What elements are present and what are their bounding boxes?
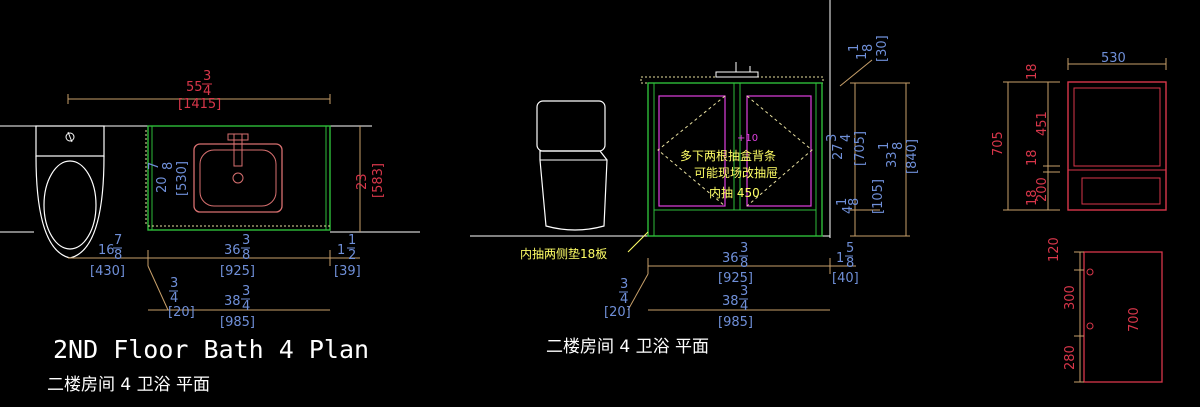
plan-overall-mm: [1415]: [178, 97, 221, 112]
elev-top-num: 1: [847, 44, 862, 52]
toilet-elevation-icon: [536, 100, 608, 231]
elev-mid-num: 3: [825, 134, 840, 142]
plan-left-gap-mm: [430]: [90, 264, 125, 279]
plan-right-gap-num: 1: [348, 233, 356, 248]
elevation-note-line2: 可能现场改抽屉: [694, 166, 778, 180]
elev-top-whole: 1: [855, 52, 870, 60]
elev-right-gap-mm: [40]: [832, 271, 859, 286]
plan-left-gap-den: 8: [114, 248, 122, 263]
plan-right-gap-den: 2: [348, 248, 356, 263]
elev-full-mm: [840]: [905, 139, 920, 174]
elev-top-den: 8: [861, 44, 876, 52]
section-view: 530 705 18 451 18 200 18 120 300 280 700: [991, 51, 1167, 383]
section-seg-18-b: 18: [1025, 149, 1040, 166]
elevation-note-line3: 内抽 450: [709, 186, 760, 200]
plan-vanity-num: 3: [242, 233, 250, 248]
section-height-total: 705: [991, 131, 1006, 156]
plan-total-den: 4: [242, 299, 250, 314]
plan-depth-den: 8: [161, 162, 176, 170]
plan-left-gap-whole: 16: [98, 243, 115, 258]
section-plan-300: 300: [1063, 285, 1078, 310]
plan-vanity-mm: [925]: [220, 264, 255, 279]
elev-kick-mm: [105]: [871, 179, 886, 214]
elev-top-mm: [30]: [875, 35, 890, 62]
section-plan-120: 120: [1047, 237, 1062, 262]
sink-plan-icon: [193, 133, 283, 213]
elev-full-num: 1: [877, 142, 892, 150]
elev-small-den: 4: [620, 292, 628, 307]
section-width-top: 530: [1101, 51, 1126, 66]
plan-right-height-mm: [583]: [371, 163, 386, 198]
plan-small-mm: [20]: [168, 305, 195, 320]
elev-full-den: 8: [891, 142, 906, 150]
elev-right-gap-den: 8: [846, 256, 854, 271]
elev-total-den: 4: [740, 299, 748, 314]
elev-total-num: 3: [740, 284, 748, 299]
plan-depth-num: 7: [147, 162, 162, 170]
plan-title-en: 2ND Floor Bath 4 Plan: [53, 335, 369, 364]
elev-kick-whole: 4: [841, 206, 856, 214]
section-seg-451: 451: [1035, 111, 1050, 136]
section-seg-18-c: 18: [1025, 189, 1040, 206]
section-seg-18-a: 18: [1025, 63, 1040, 80]
elev-kick-num: 1: [835, 198, 850, 206]
vanity-elevation: [640, 62, 824, 237]
elev-small-num: 3: [620, 277, 628, 292]
vanity-plan: [145, 125, 331, 231]
plan-overall-den: 4: [203, 84, 211, 99]
plan-left-gap-num: 7: [114, 233, 122, 248]
elev-mid-mm: [705]: [853, 131, 868, 166]
elev-vanity-den: 8: [740, 256, 748, 271]
elevation-view: +10 多下两根抽盒背条 可能现场改抽屉 内抽 450 内抽两侧垫18板 1 1…: [470, 0, 920, 357]
elev-total-mm: [985]: [718, 315, 753, 330]
section-plan-280: 280: [1063, 345, 1078, 370]
plan-depth-whole: 20: [155, 176, 170, 193]
section-plan-700: 700: [1127, 307, 1142, 332]
elevation-title-cn: 二楼房间 4 卫浴 平面: [546, 337, 709, 357]
plan-view: 55 3 4 [1415] 20 7 8 [530] 23 [583] 16 7…: [0, 69, 420, 395]
elev-small-mm: [20]: [604, 305, 631, 320]
elevation-note-small: +10: [737, 133, 758, 144]
elev-vanity-num: 3: [740, 241, 748, 256]
elev-mid-den: 4: [839, 134, 854, 142]
elev-vanity-mm: [925]: [718, 271, 753, 286]
elev-total-whole: 38: [722, 294, 739, 309]
plan-total-mm: [985]: [220, 315, 255, 330]
plan-small-num: 3: [170, 276, 178, 291]
elev-right-gap-num: 5: [846, 241, 854, 256]
plan-total-num: 3: [242, 284, 250, 299]
elev-right-gap-whole: 1: [836, 251, 844, 266]
plan-right-height-whole: 23: [355, 173, 370, 190]
plan-right-gap-mm: [39]: [334, 264, 361, 279]
elevation-side-pad-note: 内抽两侧垫18板: [520, 246, 607, 261]
plan-vanity-den: 8: [242, 248, 250, 263]
section-seg-200: 200: [1035, 177, 1050, 202]
elev-vanity-whole: 36: [722, 251, 739, 266]
plan-small-den: 4: [170, 291, 178, 306]
plan-overall-num: 3: [203, 69, 211, 84]
elevation-note-line1: 多下两根抽盒背条: [680, 148, 776, 163]
plan-title-cn: 二楼房间 4 卫浴 平面: [47, 375, 210, 395]
elev-mid-whole: 27: [831, 143, 846, 160]
plan-total-whole: 38: [224, 294, 241, 309]
plan-overall-whole: 55: [186, 80, 203, 95]
plan-vanity-whole: 36: [224, 243, 241, 258]
plan-right-gap-whole: 1: [337, 243, 345, 258]
plan-depth-mm: [530]: [175, 161, 190, 196]
toilet-plan-icon: [35, 125, 105, 259]
elev-kick-den: 8: [847, 198, 862, 206]
elev-full-whole: 33: [885, 151, 900, 168]
